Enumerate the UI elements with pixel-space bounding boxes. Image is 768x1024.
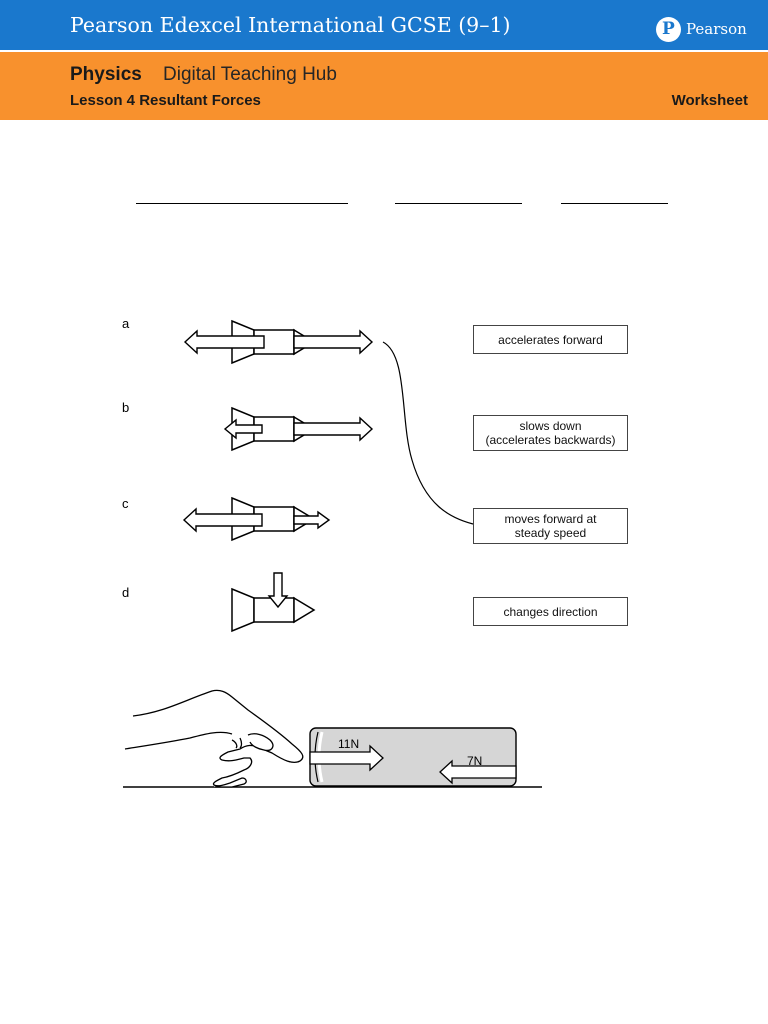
lesson-title: Lesson 4 Resultant Forces <box>70 92 261 109</box>
force-arrow-right-c <box>293 510 331 530</box>
outcome-box-changes-direction: changes direction <box>473 597 628 626</box>
row-label-c: c <box>122 496 129 511</box>
rocket-c <box>182 497 331 541</box>
form-line <box>395 203 522 204</box>
rocket-a <box>183 320 374 364</box>
outcome-box-accelerates: accelerates forward <box>473 325 628 354</box>
row-label-d: d <box>122 585 130 600</box>
hand-illustration <box>124 689 304 788</box>
matching-line <box>382 341 474 525</box>
push-force-arrow <box>309 744 384 772</box>
friction-force-arrow <box>439 759 517 785</box>
row-label-a: a <box>122 316 130 331</box>
force-arrow-down-d <box>267 572 289 609</box>
rocket-b <box>223 407 374 451</box>
force-arrow-left-b <box>223 418 263 440</box>
name-line <box>136 203 348 204</box>
subject-name: Physics <box>70 64 142 85</box>
qualification-title: Pearson Edexcel International GCSE (9–1) <box>70 13 511 37</box>
subject-bar: Physics Digital Teaching Hub Lesson 4 Re… <box>0 52 768 120</box>
force-arrow-right-a <box>293 329 374 355</box>
outcome-box-slows-down: slows down (accelerates backwards) <box>473 415 628 451</box>
pearson-brand-text: Pearson <box>686 20 747 38</box>
document-type: Worksheet <box>671 92 748 109</box>
book-diagram <box>123 689 542 788</box>
push-force-label: 11N <box>338 737 359 751</box>
force-arrow-left-a <box>183 329 265 355</box>
hub-name: Digital Teaching Hub <box>163 64 337 85</box>
force-arrow-right-b <box>293 416 374 442</box>
date-line <box>561 203 668 204</box>
pearson-logo-icon: P <box>656 17 681 42</box>
header-bar: Pearson Edexcel International GCSE (9–1)… <box>0 0 768 50</box>
force-arrow-left-c <box>182 507 263 533</box>
friction-force-label: 7N <box>467 754 482 768</box>
rocket-d <box>231 572 315 632</box>
outcome-box-steady-speed: moves forward at steady speed <box>473 508 628 544</box>
row-label-b: b <box>122 400 130 415</box>
